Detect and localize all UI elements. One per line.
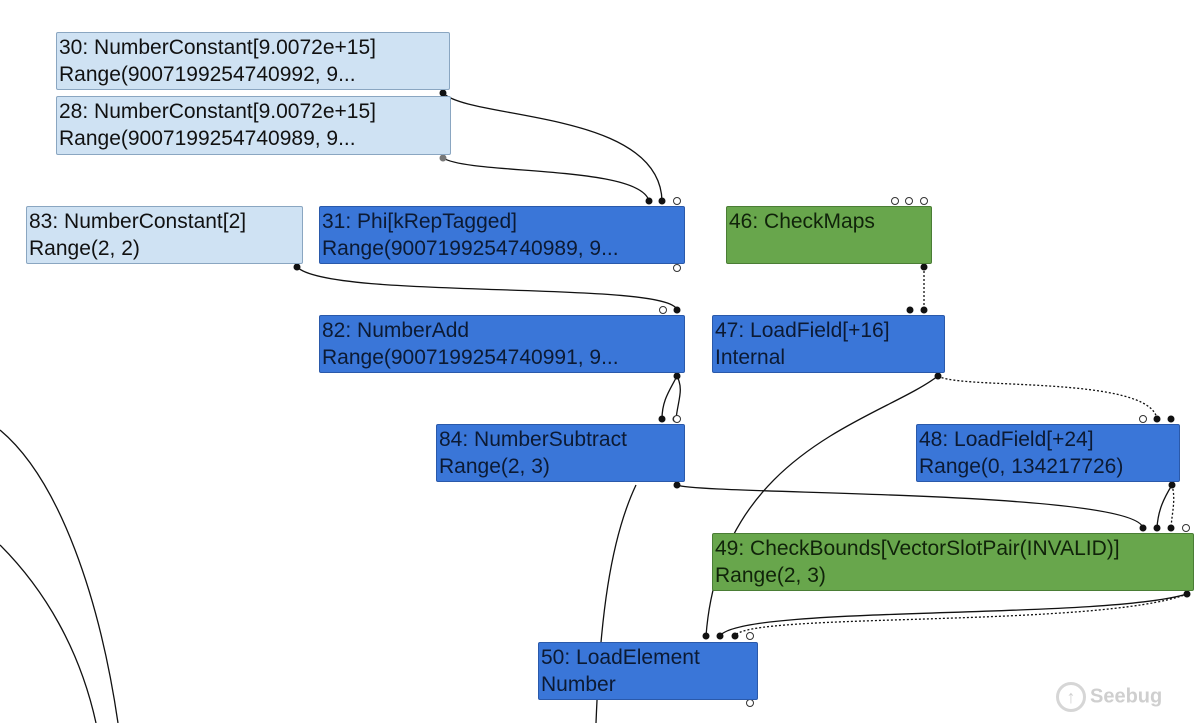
node-48-load-field[interactable]: 48: LoadField[+24] Range(0, 134217726)	[916, 424, 1180, 482]
node-82-number-add[interactable]: 82: NumberAdd Range(9007199254740991, 9.…	[319, 315, 685, 373]
edge-28-to-31	[442, 157, 650, 202]
node-30-number-constant[interactable]: 30: NumberConstant[9.0072e+15] Range(900…	[56, 32, 450, 90]
output-port-28	[439, 154, 447, 162]
node-title: 28: NumberConstant[9.0072e+15]	[59, 100, 376, 123]
node-range: Range(9007199254740991, 9...	[322, 346, 619, 369]
watermark-text: Seebug	[1090, 685, 1163, 708]
node-83-number-constant[interactable]: 83: NumberConstant[2] Range(2, 2)	[26, 206, 303, 264]
edge-offscreen-left-1	[0, 429, 119, 723]
node-title: 83: NumberConstant[2]	[29, 210, 247, 233]
node-range: Range(9007199254740989, 9...	[59, 127, 356, 150]
edge-47-to-48	[937, 375, 1158, 420]
node-title: 82: NumberAdd	[322, 319, 470, 342]
node-50-load-element[interactable]: 50: LoadElement Number	[538, 642, 758, 700]
edge-82-to-84-b	[675, 375, 681, 420]
edge-48-to-49-b	[1170, 484, 1175, 529]
seebug-watermark: ↑Seebug	[1056, 676, 1186, 716]
node-title: 50: LoadElement	[541, 646, 700, 669]
node-49-check-bounds[interactable]: 49: CheckBounds[VectorSlotPair(INVALID)]…	[712, 533, 1194, 591]
node-28-number-constant[interactable]: 28: NumberConstant[9.0072e+15] Range(900…	[56, 96, 451, 155]
node-range: Range(2, 3)	[715, 564, 826, 587]
edge-49-to-50-b	[734, 593, 1188, 637]
node-range: Range(0, 134217726)	[919, 455, 1124, 478]
edge-82-to-84-a	[661, 375, 678, 420]
seebug-logo-icon: ↑	[1056, 681, 1086, 712]
edge-30-to-31	[442, 92, 663, 202]
node-range: Number	[541, 673, 616, 696]
node-title: 48: LoadField[+24]	[919, 428, 1094, 451]
node-title: 46: CheckMaps	[729, 210, 875, 233]
node-range: Range(9007199254740989, 9...	[322, 237, 619, 260]
node-title: 30: NumberConstant[9.0072e+15]	[59, 36, 376, 59]
node-31-phi[interactable]: 31: Phi[kRepTagged] Range(90071992547409…	[319, 206, 685, 264]
node-title: 49: CheckBounds[VectorSlotPair(INVALID)]	[715, 537, 1120, 560]
edge-47-to-50	[705, 375, 939, 637]
edge-84-to-49	[676, 484, 1144, 529]
node-title: 47: LoadField[+16]	[715, 319, 890, 342]
node-title: 84: NumberSubtract	[439, 428, 627, 451]
node-range: Range(2, 3)	[439, 455, 550, 478]
edge-offscreen-left-2	[0, 544, 97, 723]
edge-83-to-82	[296, 266, 678, 311]
node-title: 31: Phi[kRepTagged]	[322, 210, 517, 233]
node-range: Range(9007199254740992, 9...	[59, 63, 356, 86]
edge-49-to-50-a	[719, 593, 1188, 637]
node-range: Internal	[715, 346, 786, 369]
node-84-number-subtract[interactable]: 84: NumberSubtract Range(2, 3)	[436, 424, 685, 482]
node-range: Range(2, 2)	[29, 237, 140, 260]
edge-48-to-49-a	[1156, 484, 1173, 529]
node-46-check-maps[interactable]: 46: CheckMaps	[726, 206, 932, 264]
node-47-load-field[interactable]: 47: LoadField[+16] Internal	[712, 315, 945, 373]
